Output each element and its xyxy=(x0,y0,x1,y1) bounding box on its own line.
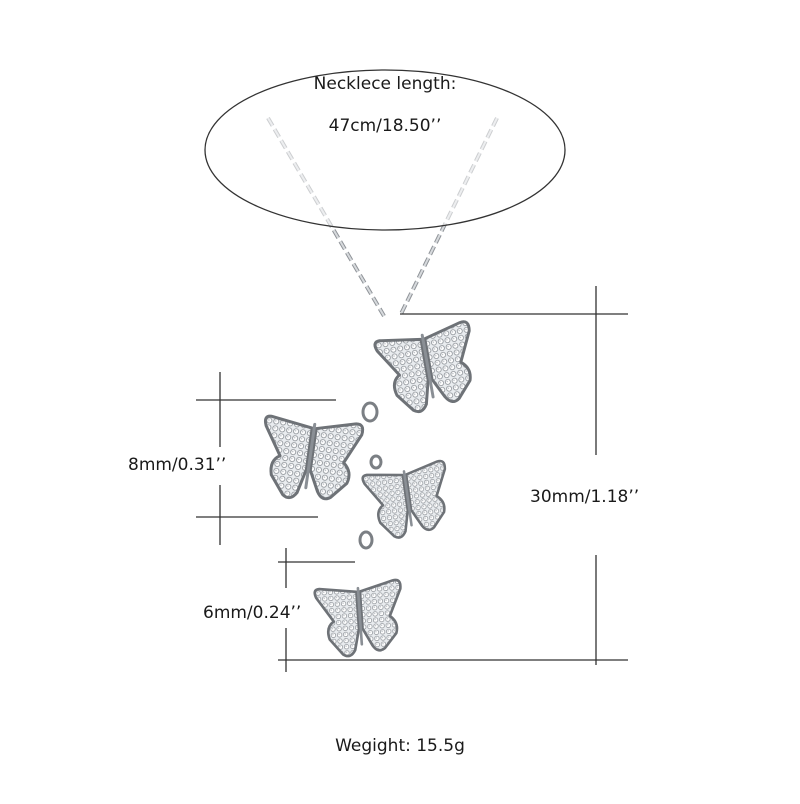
upper-butterfly-dimension: 8mm/0.31’’ xyxy=(128,455,227,475)
length-ellipse xyxy=(204,69,566,231)
link-rings xyxy=(358,401,383,550)
butterfly-bottom xyxy=(312,578,407,660)
butterfly-left xyxy=(253,409,365,509)
butterfly-top xyxy=(372,319,484,419)
lower-butterfly-dimension: 6mm/0.24’’ xyxy=(203,603,302,623)
dimension-lines xyxy=(196,286,628,672)
butterfly-right xyxy=(360,459,455,543)
weight-label: Wegight: 15.5g xyxy=(335,736,465,756)
necklace-length-value: 47cm/18.50’’ xyxy=(328,116,442,136)
overall-pendant-dimension: 30mm/1.18’’ xyxy=(530,487,640,507)
necklace-length-title: Necklece length: xyxy=(313,74,457,94)
